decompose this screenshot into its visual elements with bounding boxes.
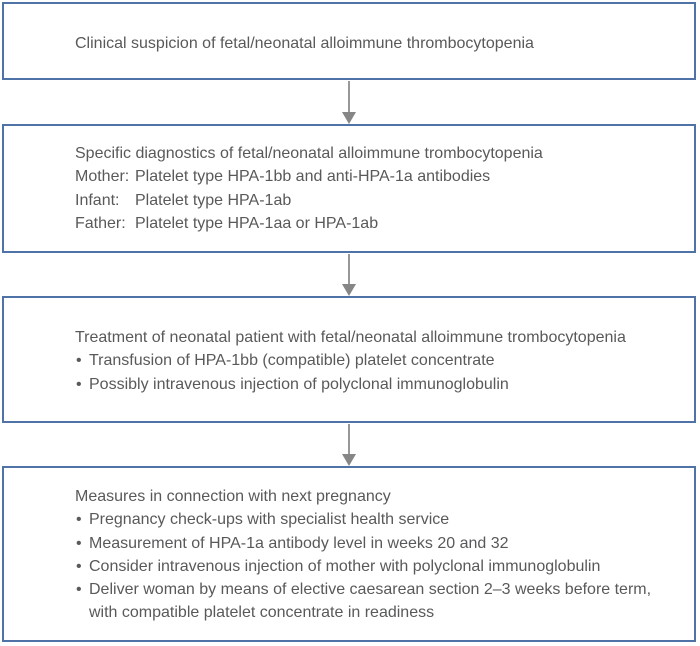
- row-label: Father:: [75, 214, 126, 232]
- box-title: Clinical suspicion of fetal/neonatal all…: [75, 35, 534, 52]
- diagnostic-row-father: Father: Platelet type HPA-1aa or HPA-1ab: [75, 212, 678, 235]
- row-value: Platelet type HPA-1bb and anti-HPA-1a an…: [135, 168, 491, 186]
- down-arrow-icon: [342, 81, 356, 124]
- bullet-item: Possibly intravenous injection of polycl…: [75, 373, 678, 397]
- down-arrow-icon: [342, 424, 356, 466]
- row-value: Platelet type HPA-1ab: [135, 191, 292, 209]
- box-title: Specific diagnostics of fetal/neonatal a…: [75, 145, 543, 162]
- arrowhead-icon: [342, 112, 356, 124]
- arrowhead-icon: [342, 284, 356, 296]
- row-value: Platelet type HPA-1aa or HPA-1ab: [135, 214, 379, 232]
- row-label: Mother:: [75, 168, 130, 186]
- diagnostic-row-mother: Mother: Platelet type HPA-1bb and anti-H…: [75, 165, 678, 188]
- bullet-item: Deliver woman by means of elective caesa…: [75, 578, 667, 625]
- bullet-item: Consider intravenous injection of mother…: [75, 555, 678, 579]
- box-title: Treatment of neonatal patient with fetal…: [75, 329, 626, 346]
- flow-box-specific-diagnostics: Specific diagnostics of fetal/neonatal a…: [2, 124, 696, 253]
- flow-box-next-pregnancy: Measures in connection with next pregnan…: [2, 466, 696, 642]
- flow-box-clinical-suspicion: Clinical suspicion of fetal/neonatal all…: [2, 2, 696, 80]
- row-label: Infant:: [75, 191, 120, 209]
- bullet-item: Transfusion of HPA-1bb (compatible) plat…: [75, 349, 678, 373]
- arrowhead-icon: [342, 454, 356, 466]
- diagnostic-row-infant: Infant: Platelet type HPA-1ab: [75, 189, 678, 212]
- down-arrow-icon: [342, 254, 356, 296]
- flow-box-treatment: Treatment of neonatal patient with fetal…: [2, 296, 696, 423]
- bullet-item: Measurement of HPA-1a antibody level in …: [75, 532, 678, 556]
- bullet-item: Pregnancy check-ups with specialist heal…: [75, 508, 678, 532]
- box-title: Measures in connection with next pregnan…: [75, 488, 391, 505]
